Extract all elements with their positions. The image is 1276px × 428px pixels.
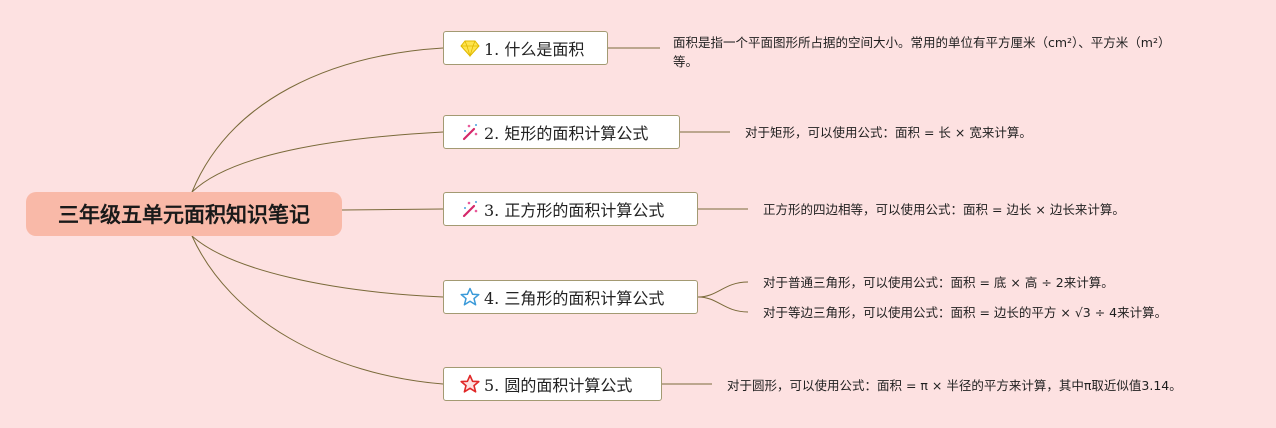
- topic-label: 3. 正方形的面积计算公式: [484, 201, 665, 220]
- topic-label: 4. 三角形的面积计算公式: [484, 289, 665, 308]
- topic-triangle-area[interactable]: 4. 三角形的面积计算公式: [443, 280, 698, 314]
- note-what-is-area: 面积是指一个平面图形所占据的空间大小。常用的单位有平方厘米（cm²）、平方米（m…: [673, 35, 1171, 69]
- star-outline-icon: [460, 287, 480, 306]
- topic-label: 5. 圆的面积计算公式: [484, 376, 633, 395]
- topic-label: 2. 矩形的面积计算公式: [484, 124, 649, 143]
- topic-square-area[interactable]: 3. 正方形的面积计算公式: [443, 192, 698, 226]
- note-rectangle-area: 对于矩形，可以使用公式：面积 = 长 × 宽来计算。: [745, 125, 1032, 140]
- topic-circle-area[interactable]: 5. 圆的面积计算公式: [443, 367, 662, 401]
- root-topic[interactable]: 三年级五单元面积知识笔记: [26, 192, 342, 236]
- magic-wand-icon: [462, 124, 478, 141]
- star-red-icon: [460, 374, 480, 393]
- root-title: 三年级五单元面积知识笔记: [58, 203, 310, 227]
- note-triangle-general: 对于普通三角形，可以使用公式：面积 = 底 × 高 ÷ 2来计算。: [763, 275, 1114, 290]
- note-square-area: 正方形的四边相等，可以使用公式：面积 = 边长 × 边长来计算。: [763, 202, 1125, 217]
- topic-label: 1. 什么是面积: [484, 40, 585, 59]
- topic-what-is-area[interactable]: 1. 什么是面积: [443, 31, 608, 65]
- magic-wand-icon: [462, 201, 478, 218]
- note-triangle-equilateral: 对于等边三角形，可以使用公式：面积 = 边长的平方 × √3 ÷ 4来计算。: [763, 305, 1168, 320]
- diamond-icon: [460, 40, 480, 58]
- topic-rectangle-area[interactable]: 2. 矩形的面积计算公式: [443, 115, 680, 149]
- note-circle-area: 对于圆形，可以使用公式：面积 = π × 半径的平方来计算，其中π取近似值3.1…: [727, 378, 1182, 393]
